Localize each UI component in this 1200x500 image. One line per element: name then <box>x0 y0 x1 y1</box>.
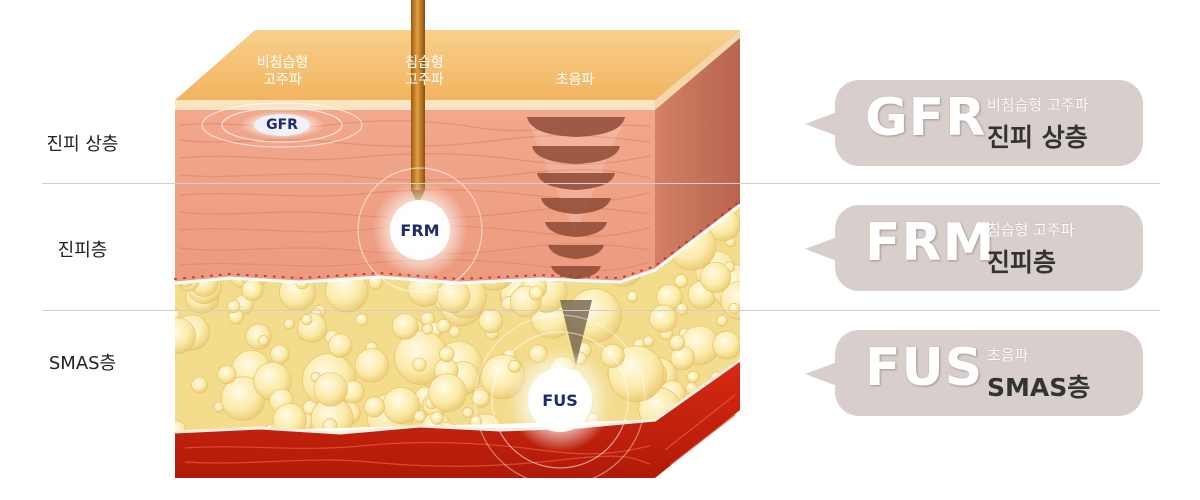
legend-layer: 진피 상층 <box>987 123 1088 152</box>
legend-type: 침습형 고주파 <box>987 221 1075 239</box>
layer-label-dermis: 진피층 <box>57 240 108 261</box>
gfr-marker-bg <box>254 114 310 136</box>
legend-code: FUS <box>865 338 984 398</box>
fus-marker-bg <box>528 368 592 432</box>
frm-marker: FRM <box>400 221 440 240</box>
gfr-marker: GFR <box>266 117 298 133</box>
layer-label-smas: SMAS층 <box>48 353 117 374</box>
legend-item-frm: FRM 침습형 고주파 진피층 <box>805 205 1143 291</box>
needle-icon <box>411 0 425 190</box>
divider-line <box>42 310 1160 311</box>
legend-type: 비침습형 고주파 <box>987 96 1089 114</box>
layer-label-upper-dermis: 진피 상층 <box>46 134 119 155</box>
frm-marker-bg <box>390 200 450 260</box>
legend-code: GFR <box>865 88 987 148</box>
legend-layer: 진피층 <box>987 248 1057 277</box>
ultrasound-cone <box>527 117 625 365</box>
legend-code: FRM <box>865 213 996 273</box>
legend-layer: SMAS층 <box>987 373 1091 402</box>
legend-type: 초음파 <box>987 346 1029 364</box>
legend-item-gfr: GFR 비침습형 고주파 진피 상층 <box>805 80 1143 166</box>
ultrasound-label: 초음파 <box>555 72 595 88</box>
legend-item-fus: FUS 초음파 SMAS층 <box>805 330 1143 416</box>
divider-line <box>42 183 1160 184</box>
fus-marker: FUS <box>542 391 578 410</box>
skin-top-surface <box>175 30 740 100</box>
dermis-fat-boundary <box>174 203 741 285</box>
